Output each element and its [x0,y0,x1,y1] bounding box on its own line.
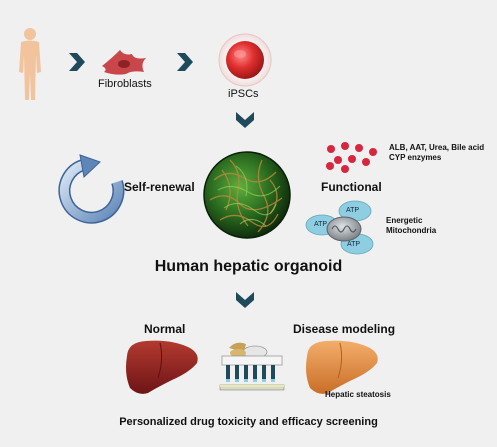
functional-label: Functional [321,180,382,194]
atp-label: ATP [347,241,361,248]
ipscs-label: iPSCs [228,88,259,100]
fibroblast-cell-icon [102,50,146,75]
chevron-down-icon [236,292,254,308]
chevron-right-icon [177,53,193,71]
fibroblasts-label: Fibroblasts [98,78,152,90]
organoid-image [203,151,291,239]
mitochondria-label: Mitochondria [386,226,437,235]
screening-device-icon [219,342,285,391]
energetic-label: Energetic [386,216,423,225]
normal-label: Normal [144,322,186,336]
chevron-right-icon [69,53,85,71]
self-renewal-arrow-icon [58,154,125,224]
screening-caption: Personalized drug toxicity and efficacy … [119,416,378,428]
secreted-proteins-icon [326,142,377,173]
markers-label: ALB, AAT, Urea, Bile acid [389,143,485,152]
atp-label: ATP [346,207,360,214]
human-figure-icon [19,28,41,100]
self-renewal-label: Self-renewal [124,180,195,194]
organoid-title: Human hepatic organoid [154,258,343,275]
mitochondria-icon [305,200,374,255]
disease-modeling-label: Disease modeling [293,322,396,336]
hepatic-steatosis-label: Hepatic steatosis [325,390,391,399]
markers-label-line2: CYP enzymes [389,153,442,162]
atp-label: ATP [314,221,328,228]
ipsc-cell-icon [218,33,272,87]
fatty-liver-icon [306,340,378,394]
chevron-down-icon [236,112,254,128]
normal-liver-icon [126,340,198,394]
